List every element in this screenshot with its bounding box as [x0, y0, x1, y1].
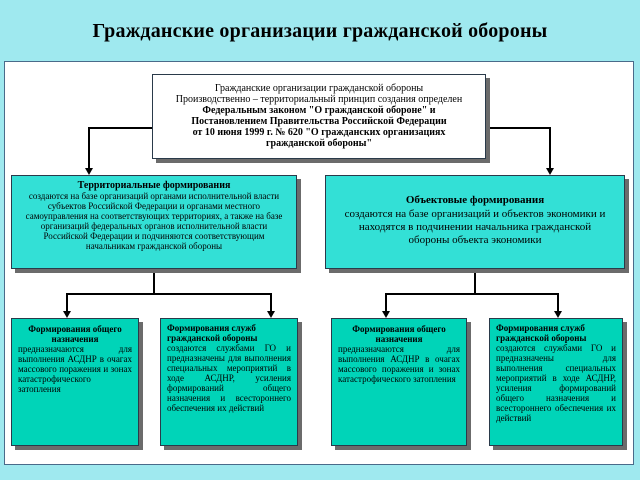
connector-line — [270, 293, 272, 314]
connector-line — [153, 270, 155, 294]
general-purpose-formations-box: Формирования общего назначения предназна… — [331, 318, 467, 446]
connector-line — [88, 127, 152, 129]
territorial-body: создаются на базе организаций органами и… — [25, 191, 283, 251]
arrow-head — [382, 311, 390, 318]
connector-line — [549, 127, 551, 169]
civil-defense-services-formations-box: Формирования служб гражданской обороны с… — [160, 318, 298, 446]
leaf-body: предназначаются для выполнения АСДНР в о… — [18, 344, 132, 394]
arrow-head — [554, 311, 562, 318]
territorial-heading: Территориальные формирования — [77, 180, 231, 191]
connector-line — [66, 293, 68, 314]
leaf-body: создаются службами ГО и предназначены дл… — [167, 343, 291, 413]
arrow-head — [63, 311, 71, 318]
top-box-line: Федеральным законом "О гражданской оборо… — [202, 105, 436, 116]
top-box-line: от 10 июня 1999 г. № 620 "О гражданских … — [192, 127, 446, 138]
arrow-head — [85, 168, 93, 175]
general-purpose-formations-box: Формирования общего назначения предназна… — [11, 318, 139, 446]
top-box-civil-organizations: Гражданские организации гражданской обор… — [152, 74, 486, 159]
connector-line — [474, 270, 476, 294]
arrow-head — [267, 311, 275, 318]
top-box-line: Постановлением Правительства Российской … — [191, 116, 447, 127]
connector-line — [88, 127, 90, 169]
object-formations-box: Объектовые формирования создаются на баз… — [325, 175, 625, 269]
civil-defense-services-formations-box: Формирования служб гражданской обороны с… — [489, 318, 623, 446]
connector-line — [385, 293, 559, 295]
leaf-heading: Формирования служб гражданской обороны — [167, 323, 258, 343]
connector-line — [557, 293, 559, 314]
page-title: Гражданские организации гражданской обор… — [92, 20, 548, 42]
connector-line — [486, 127, 550, 129]
top-box-line: Производственно – территориальный принци… — [175, 94, 463, 105]
leaf-heading: Формирования общего назначения — [28, 324, 122, 344]
leaf-heading: Формирования общего назначения — [352, 324, 446, 344]
leaf-heading: Формирования служб гражданской обороны — [496, 323, 587, 343]
top-box-line: Гражданские организации гражданской обор… — [214, 83, 424, 94]
top-box-line: гражданской обороны" — [265, 138, 373, 149]
territorial-formations-box: Территориальные формирования создаются н… — [11, 175, 297, 269]
object-body: создаются на базе организаций и объектов… — [344, 208, 606, 246]
leaf-body: предназначаются для выполнения АСДНР в о… — [338, 344, 460, 384]
arrow-head — [546, 168, 554, 175]
object-heading: Объектовые формирования — [405, 194, 545, 206]
connector-line — [385, 293, 387, 314]
connector-line — [66, 293, 272, 295]
leaf-body: создаются службами ГО и предназначены дл… — [496, 343, 616, 423]
